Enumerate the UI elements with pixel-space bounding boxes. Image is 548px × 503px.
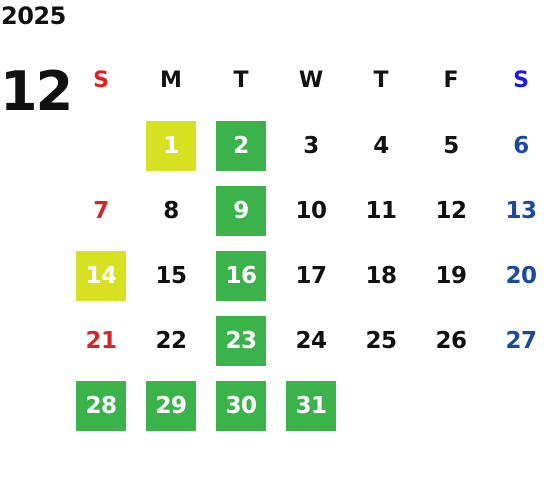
calendar-day-cell: 31 bbox=[276, 373, 346, 438]
day-21: 21 bbox=[85, 327, 117, 354]
weekday-header-sun: S bbox=[93, 68, 109, 93]
day-25: 25 bbox=[365, 327, 397, 354]
calendar-day-cell: 4 bbox=[346, 113, 416, 178]
calendar-day-cell: 17 bbox=[276, 243, 346, 308]
calendar-day-cell: 30 bbox=[206, 373, 276, 438]
day-7: 7 bbox=[93, 197, 109, 224]
calendar-day-cell: 1 bbox=[136, 113, 206, 178]
calendar-day-cell: 7 bbox=[66, 178, 136, 243]
day-9: 9 bbox=[216, 185, 266, 236]
calendar-day-cell: 21 bbox=[66, 308, 136, 373]
calendar-day-cell: 13 bbox=[486, 178, 548, 243]
calendar-year: 2025 bbox=[1, 2, 66, 30]
calendar-day-cell: 9 bbox=[206, 178, 276, 243]
day-3: 3 bbox=[303, 132, 319, 159]
day-16: 16 bbox=[216, 250, 266, 301]
day-17: 17 bbox=[295, 262, 327, 289]
day-29: 29 bbox=[146, 380, 196, 431]
day-8: 8 bbox=[163, 197, 179, 224]
calendar-month: 12 bbox=[0, 60, 73, 123]
calendar-day-cell: 11 bbox=[346, 178, 416, 243]
calendar-day-cell: 2 bbox=[206, 113, 276, 178]
day-1: 1 bbox=[146, 120, 196, 171]
day-14: 14 bbox=[76, 250, 126, 301]
calendar-day-cell: 14 bbox=[66, 243, 136, 308]
weekday-header-mon: M bbox=[160, 68, 182, 93]
day-18: 18 bbox=[365, 262, 397, 289]
calendar-day-cell: 20 bbox=[486, 243, 548, 308]
day-2: 2 bbox=[216, 120, 266, 171]
calendar-day-cell: 15 bbox=[136, 243, 206, 308]
day-10: 10 bbox=[295, 197, 327, 224]
day-15: 15 bbox=[155, 262, 187, 289]
calendar-day-cell: 8 bbox=[136, 178, 206, 243]
calendar-day-cell: 25 bbox=[346, 308, 416, 373]
day-5: 5 bbox=[443, 132, 459, 159]
calendar-day-cell: 28 bbox=[66, 373, 136, 438]
day-24: 24 bbox=[295, 327, 327, 354]
calendar-day-cell: 24 bbox=[276, 308, 346, 373]
calendar-day-cell: 16 bbox=[206, 243, 276, 308]
day-20: 20 bbox=[505, 262, 537, 289]
day-31: 31 bbox=[286, 380, 336, 431]
day-28: 28 bbox=[76, 380, 126, 431]
day-19: 19 bbox=[435, 262, 467, 289]
day-30: 30 bbox=[216, 380, 266, 431]
weekday-header-thu: T bbox=[373, 68, 389, 93]
calendar-day-cell: 27 bbox=[486, 308, 548, 373]
day-12: 12 bbox=[435, 197, 467, 224]
weekday-header-fri: F bbox=[443, 68, 459, 93]
day-26: 26 bbox=[435, 327, 467, 354]
calendar-day-cell: 22 bbox=[136, 308, 206, 373]
day-11: 11 bbox=[365, 197, 397, 224]
calendar-day-cell: 26 bbox=[416, 308, 486, 373]
calendar-day-cell: 29 bbox=[136, 373, 206, 438]
calendar-day-cell: 18 bbox=[346, 243, 416, 308]
calendar-day-cell: 5 bbox=[416, 113, 486, 178]
calendar-day-cell: 23 bbox=[206, 308, 276, 373]
weekday-header-sat: S bbox=[513, 68, 529, 93]
weekday-header-wed: W bbox=[298, 68, 324, 93]
calendar-day-cell: 12 bbox=[416, 178, 486, 243]
calendar-day-cell: 3 bbox=[276, 113, 346, 178]
day-6: 6 bbox=[513, 132, 529, 159]
calendar-day-cell: 10 bbox=[276, 178, 346, 243]
weekday-header-tue: T bbox=[233, 68, 249, 93]
calendar-day-cell: 6 bbox=[486, 113, 548, 178]
day-13: 13 bbox=[505, 197, 537, 224]
day-27: 27 bbox=[505, 327, 537, 354]
day-23: 23 bbox=[216, 315, 266, 366]
day-4: 4 bbox=[373, 132, 389, 159]
day-22: 22 bbox=[155, 327, 187, 354]
calendar-day-cell: 19 bbox=[416, 243, 486, 308]
